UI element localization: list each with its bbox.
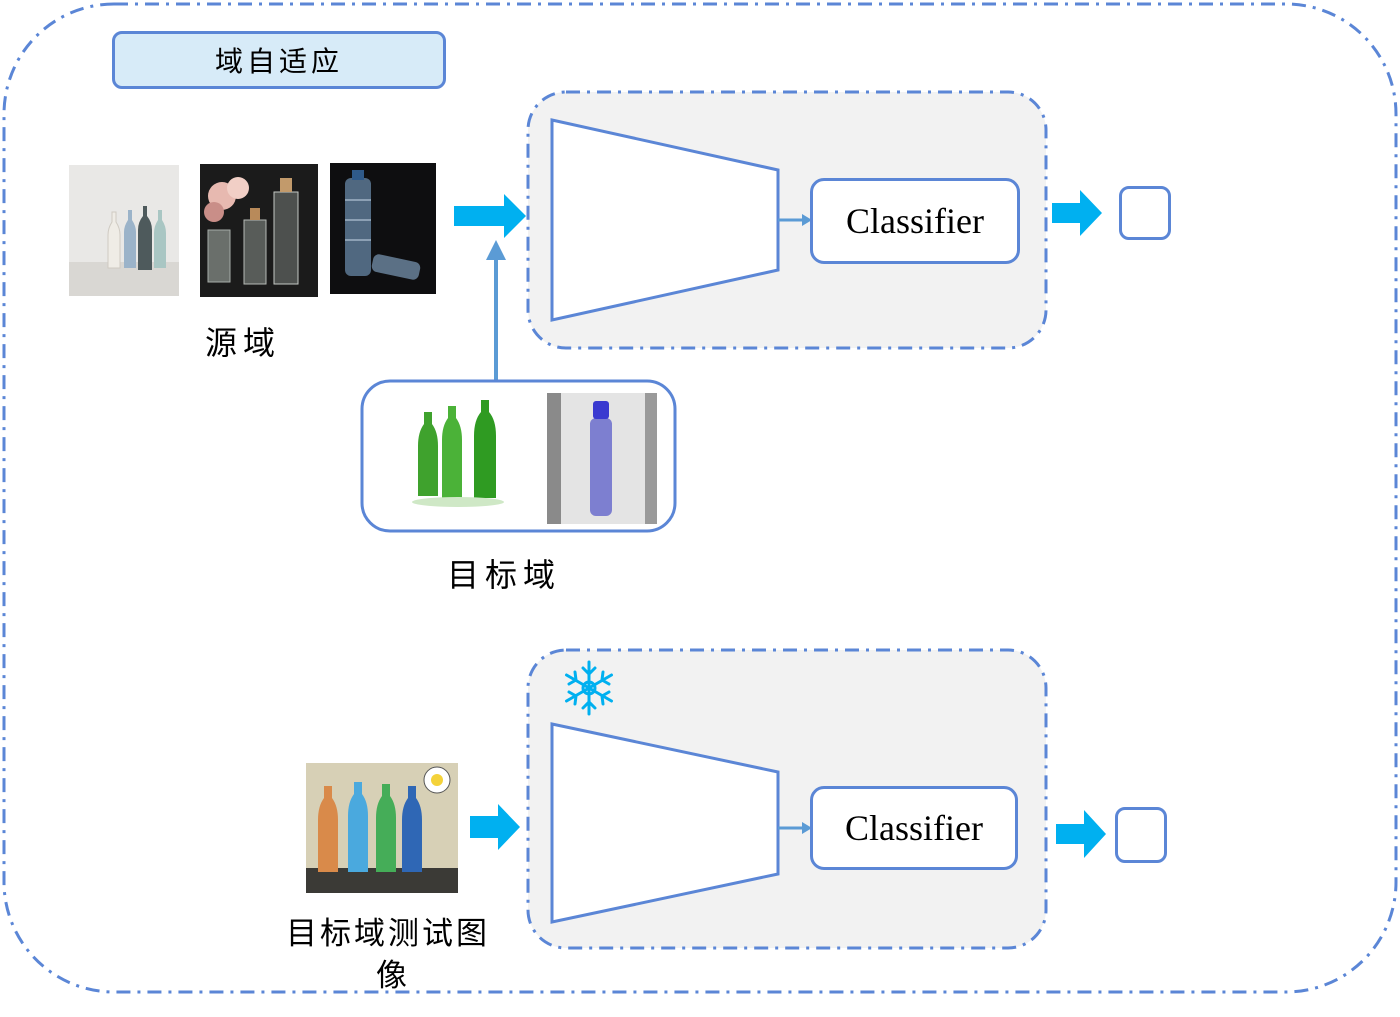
source-photo-water-bottles xyxy=(330,163,436,294)
target-domain-label: 目标域 xyxy=(447,556,562,594)
top-encoder-shape xyxy=(550,118,780,322)
outer-frame xyxy=(2,2,1398,994)
source-photo-ceramic-bottles xyxy=(69,165,179,296)
snowflake-icon xyxy=(565,660,613,716)
target-photo-purple-bottle xyxy=(547,393,657,524)
source-photo-cork-jars xyxy=(200,164,318,297)
bottom-output-arrow xyxy=(1056,810,1106,858)
source-domain-label: 源域 xyxy=(205,324,282,362)
test-image-label-line1: 目标域测试图 xyxy=(286,916,490,952)
top-classifier-label: Classifier xyxy=(846,201,984,241)
test-photo-painted-bottles xyxy=(306,763,458,893)
bottom-encoder-shape xyxy=(550,722,780,924)
target-photo-green-bottles xyxy=(412,400,504,507)
bottom-classifier-box: Classifier xyxy=(810,786,1018,870)
bottom-classifier-label: Classifier xyxy=(845,808,983,848)
top-output-box xyxy=(1119,186,1171,240)
source-input-arrow xyxy=(454,194,526,238)
test-input-arrow xyxy=(470,804,520,850)
top-output-arrow xyxy=(1052,190,1102,236)
bottom-output-box xyxy=(1115,807,1167,863)
diagram-title: 域自适应 xyxy=(112,31,446,89)
test-image-label-line2: 像 xyxy=(376,958,413,994)
top-classifier-box: Classifier xyxy=(810,178,1020,264)
